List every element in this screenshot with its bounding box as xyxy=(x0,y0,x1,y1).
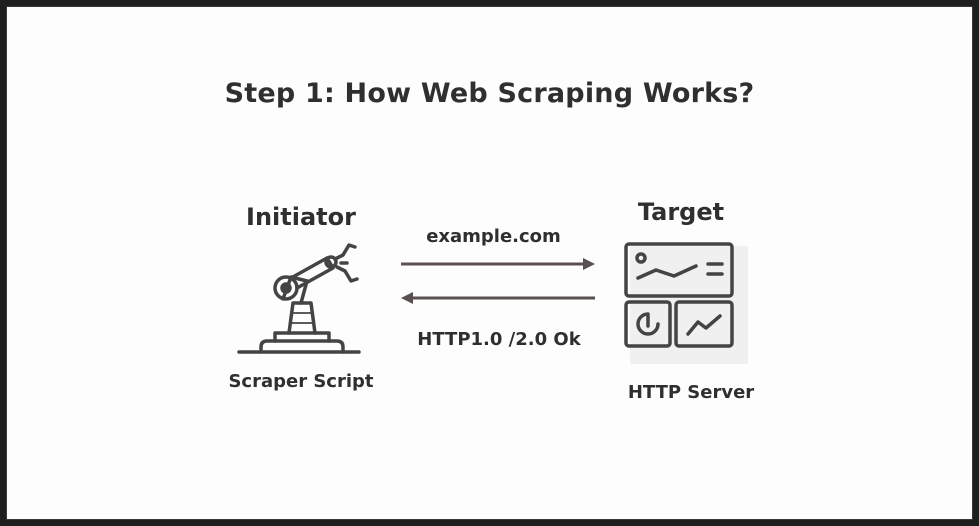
request-arrow xyxy=(401,258,595,270)
target-heading: Target xyxy=(637,198,725,226)
diagram-title: Step 1: How Web Scraping Works? xyxy=(224,78,755,109)
initiator-heading: Initiator xyxy=(246,203,356,231)
dashboard-screen-icon xyxy=(624,242,748,364)
response-arrow xyxy=(401,292,595,304)
response-label: HTTP1.0 /2.0 Ok xyxy=(417,329,581,350)
robotic-arm-icon xyxy=(237,243,361,354)
request-label: example.com xyxy=(426,226,561,247)
initiator-caption: Scraper Script xyxy=(228,371,374,392)
target-caption: HTTP Server xyxy=(627,382,755,403)
diagram-frame: Step 1: How Web Scraping Works? Initiato… xyxy=(6,6,973,520)
